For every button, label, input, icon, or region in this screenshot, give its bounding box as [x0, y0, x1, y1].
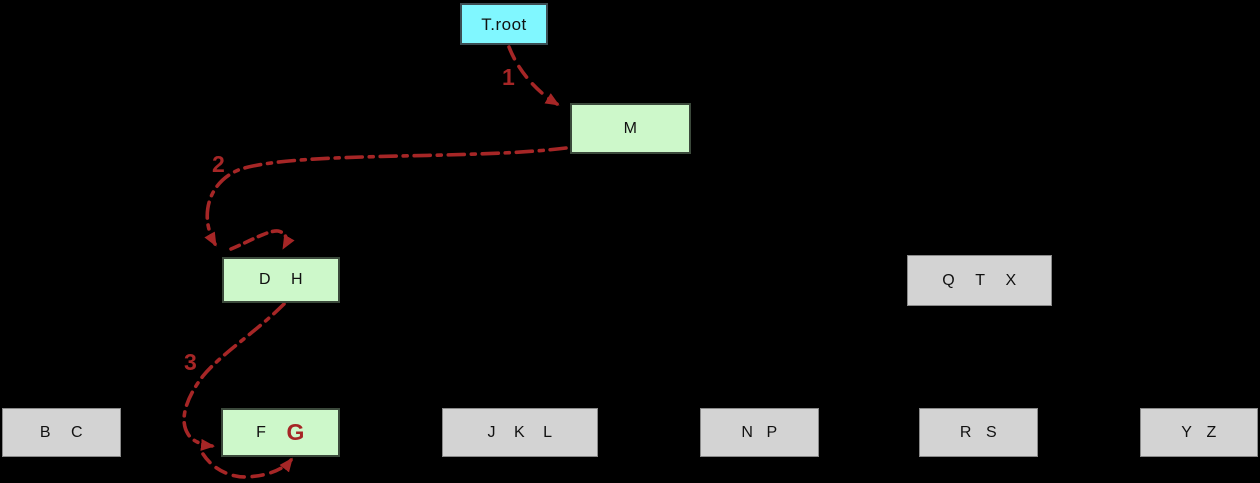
- node-key: N: [741, 423, 754, 441]
- search-step-3-arrow: [182, 302, 286, 451]
- node-key: Z: [1206, 423, 1217, 441]
- node-qtx: Q T X: [907, 255, 1052, 306]
- node-np: N P: [700, 408, 819, 457]
- node-key: Q: [942, 271, 956, 289]
- node-fg: F G: [221, 408, 340, 457]
- search-step-2-arrow: [204, 146, 568, 247]
- node-key: F: [256, 423, 267, 441]
- node-rs: R S: [919, 408, 1038, 457]
- node-dh: D H: [222, 257, 340, 303]
- node-yz: Y Z: [1140, 408, 1258, 457]
- node-key: L: [543, 423, 553, 441]
- search-found-g-arrow: [201, 452, 293, 479]
- node-troot: T.root: [460, 3, 548, 45]
- node-key: P: [766, 423, 778, 441]
- search-step-2-hook-arrow: [229, 229, 295, 251]
- node-jkl: J K L: [442, 408, 598, 457]
- node-key-found-g: G: [286, 419, 305, 445]
- node-key: J: [487, 423, 496, 441]
- troot-label: T.root: [481, 14, 527, 34]
- search-step-3-label: 3: [184, 349, 197, 375]
- search-step-1-label: 1: [502, 64, 515, 90]
- node-key: C: [71, 423, 84, 441]
- tree-edges: [61, 44, 1199, 408]
- node-key: T: [975, 271, 986, 289]
- node-bc: B C: [2, 408, 121, 457]
- node-m: M: [570, 103, 691, 154]
- node-key: D: [258, 271, 271, 288]
- search-step-2-label: 2: [212, 151, 225, 177]
- search-step-1-arrow: [507, 45, 560, 106]
- node-key: B: [39, 423, 52, 441]
- node-key: R: [959, 423, 972, 441]
- node-key: Y: [1181, 423, 1193, 441]
- node-key: S: [985, 423, 998, 441]
- node-key: X: [1005, 271, 1017, 289]
- node-key: M: [623, 119, 638, 137]
- node-key: K: [513, 423, 526, 441]
- node-key: H: [291, 271, 304, 288]
